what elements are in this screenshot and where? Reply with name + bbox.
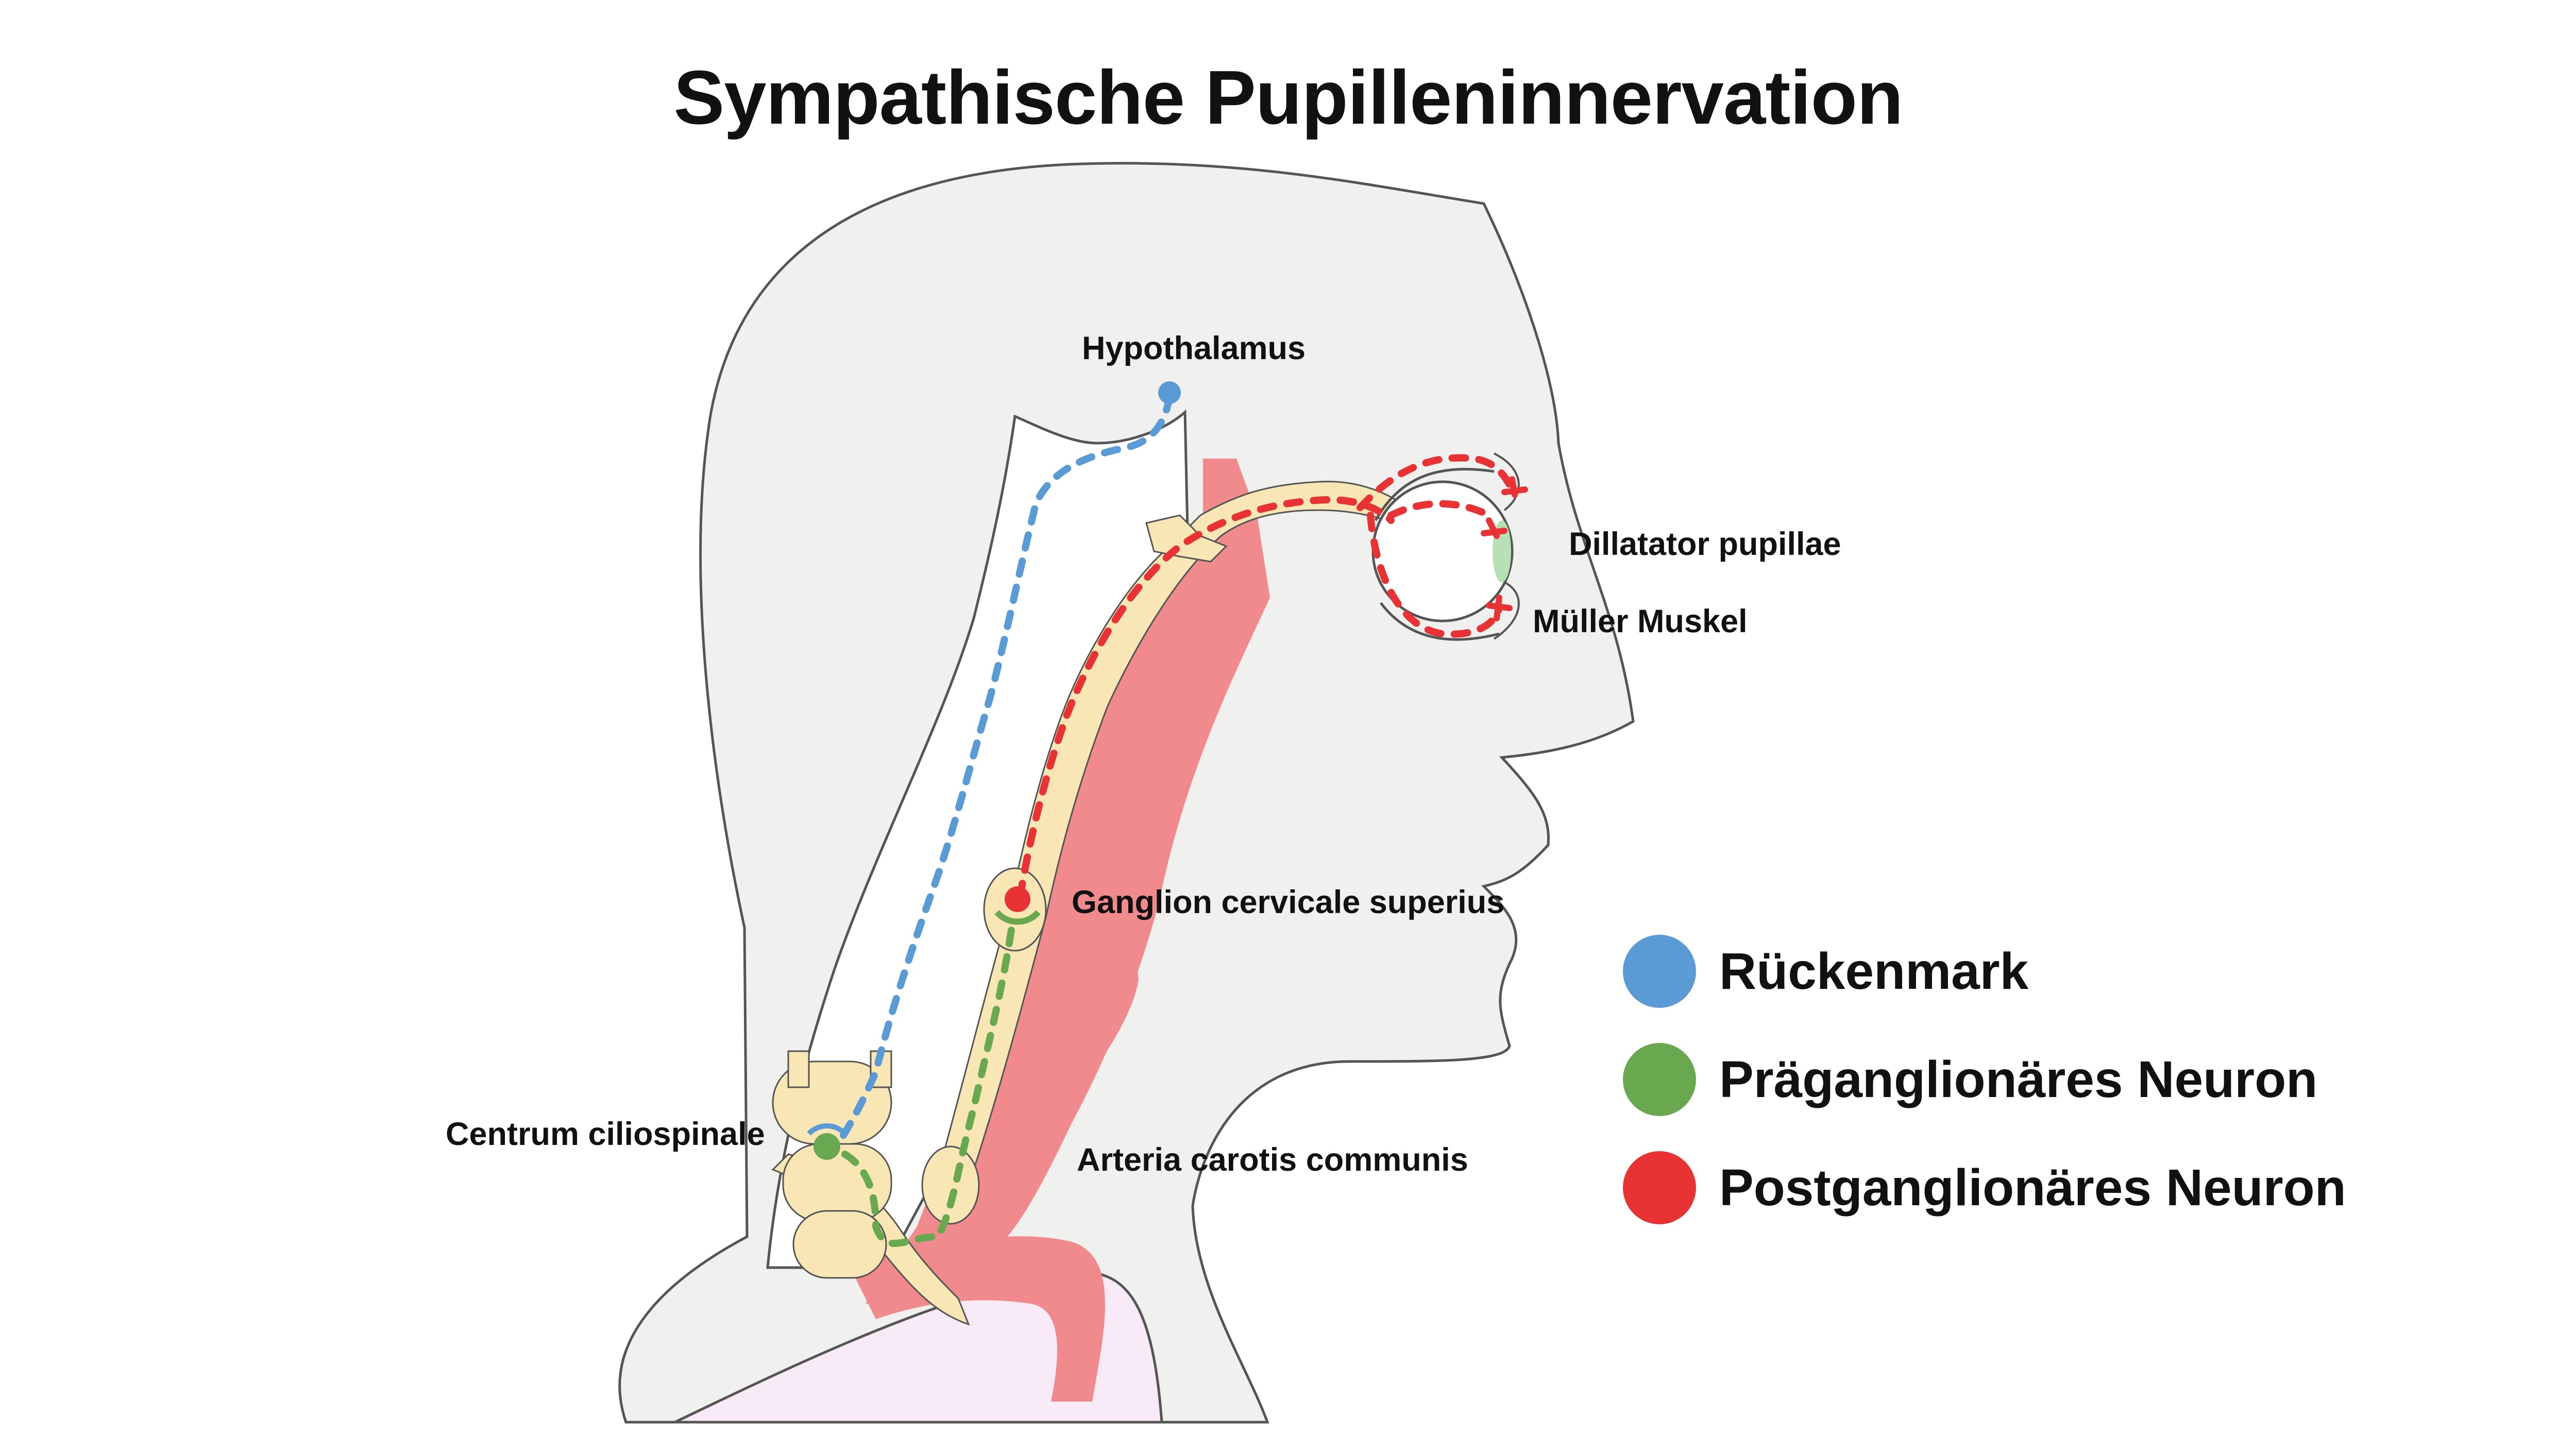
ganglion-lower bbox=[921, 1145, 980, 1225]
ganglion-dot bbox=[1005, 886, 1030, 912]
upper-lid bbox=[1494, 452, 1520, 511]
legend-dot-red bbox=[1623, 1151, 1696, 1224]
label-centrum: Centrum ciliospinale bbox=[446, 1116, 765, 1152]
lower-lid bbox=[1493, 581, 1520, 640]
legend-dot-blue bbox=[1623, 935, 1696, 1008]
red-pathway bbox=[1016, 496, 1395, 900]
terminal-markers bbox=[1481, 476, 1528, 621]
ganglion-synapse bbox=[994, 909, 1041, 925]
red-eye-lower bbox=[1367, 512, 1503, 638]
vertebrae bbox=[772, 1050, 892, 1279]
legend-label: Präganglionäres Neuron bbox=[1719, 1050, 2318, 1108]
legend-label: Rückenmark bbox=[1719, 942, 2029, 1000]
centrum-synapse bbox=[807, 1123, 847, 1136]
page-title: Sympathische Pupilleninnervation bbox=[673, 55, 1904, 140]
label-arteria: Arteria carotis communis bbox=[1077, 1142, 1468, 1178]
neural-pathways bbox=[831, 393, 1516, 1247]
green-pathway bbox=[841, 919, 1016, 1247]
label-mueller: Müller Muskel bbox=[1533, 603, 1748, 639]
hypothalamus-dot bbox=[1158, 381, 1181, 404]
legend-label: Postganglionäres Neuron bbox=[1719, 1158, 2346, 1217]
blue-pathway bbox=[831, 393, 1173, 1153]
label-hypothalamus: Hypothalamus bbox=[1082, 330, 1306, 366]
legend-dot-green bbox=[1623, 1043, 1696, 1116]
legend-item-praeganglionaer: Präganglionäres Neuron bbox=[1623, 1041, 2317, 1118]
centrum-dot bbox=[814, 1133, 840, 1160]
red-eye-upper bbox=[1357, 454, 1516, 511]
red-eye-upper2 bbox=[1387, 500, 1493, 519]
carotid-branch bbox=[1030, 922, 1139, 1134]
label-ganglion: Ganglion cervicale superius bbox=[1072, 884, 1505, 920]
legend-item-rueckenmark: Rückenmark bbox=[1623, 933, 2028, 1010]
label-dilatator: Dillatator pupillae bbox=[1569, 526, 1841, 562]
legend-item-postganglionaer: Postganglionäres Neuron bbox=[1623, 1149, 2346, 1226]
